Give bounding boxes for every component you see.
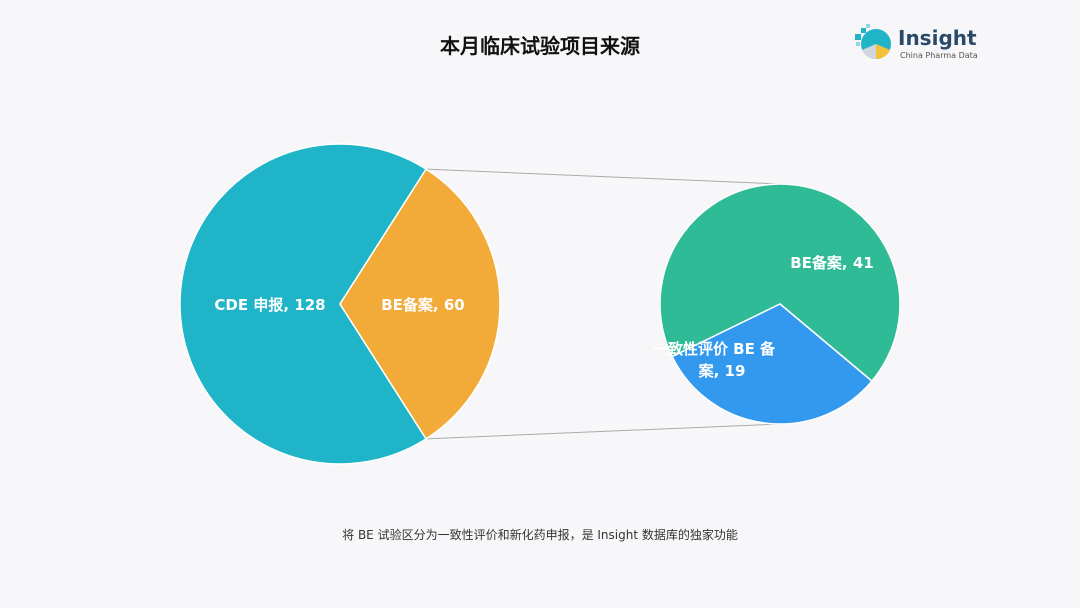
logo-subtitle: China Pharma Data [900, 51, 978, 60]
sub-pie-slice-2 [671, 303, 873, 425]
connector-line-top [426, 168, 781, 185]
main-pie-slice-1 [179, 143, 428, 465]
sub-pie-label-2: 一致性评价 BE 备案, 19 [653, 340, 776, 380]
footnote: 将 BE 试验区分为一致性评价和新化药申报，是 Insight 数据库的独家功能 [342, 528, 738, 542]
insight-logo: Insight China Pharma Data [852, 24, 982, 64]
page-title: 本月临床试验项目来源 [440, 34, 640, 58]
sub-pie-label-1: BE备案, 41 [790, 254, 873, 272]
main-pie-slice-2 [339, 168, 501, 440]
logo-name: Insight [898, 26, 977, 50]
sub-pie: BE备案, 41 一致性评价 BE 备案, 19 [653, 183, 901, 425]
main-pie-label-1: CDE 申报, 128 [214, 296, 325, 314]
sub-pie-slice-1 [659, 183, 901, 383]
connector-line-bottom [426, 423, 781, 440]
main-pie-label-2: BE备案, 60 [381, 296, 464, 314]
main-pie: CDE 申报, 128 BE备案, 60 [179, 143, 501, 465]
insight-logo-icon [855, 24, 891, 60]
